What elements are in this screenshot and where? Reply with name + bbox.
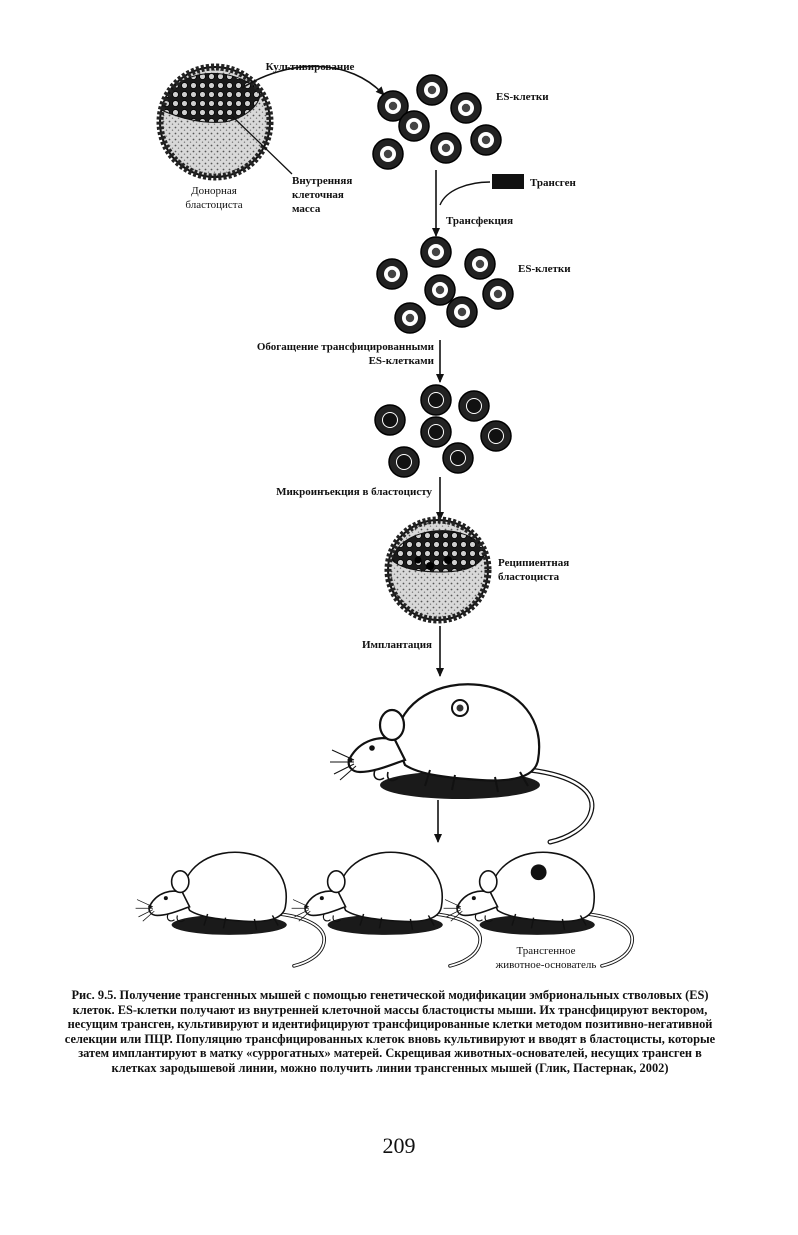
chimeric-mouse — [330, 684, 592, 842]
es-cells-group-1 — [372, 74, 502, 170]
es-cells-label-2: ES-клетки — [518, 263, 571, 275]
transgenic-founder-mouse — [441, 850, 634, 968]
es-cell — [398, 110, 430, 142]
cultivation-label: Культивирование — [266, 61, 355, 73]
implantation-label: Имплантация — [362, 639, 432, 651]
icm-pointer — [231, 115, 293, 175]
donor-label-line1: Донорная — [191, 185, 237, 197]
es-cell — [482, 278, 514, 310]
enrichment-label-line2: ES-клетками — [369, 355, 435, 367]
es-cell-transfected — [388, 446, 420, 478]
es-cell-transfected — [458, 390, 490, 422]
donor-label-line2: бластоциста — [185, 199, 242, 211]
icm-label-line2: клеточная — [292, 189, 344, 201]
es-cell — [464, 248, 496, 280]
es-cell — [420, 236, 452, 268]
es-cell-transfected — [374, 404, 406, 436]
transgene-label: Трансген — [530, 177, 576, 189]
recipient-label-line2: бластоциста — [498, 571, 560, 583]
es-cell — [470, 124, 502, 156]
transgene-block — [492, 174, 524, 189]
founder-label-line1: Трансгенное — [517, 945, 576, 957]
es-cell — [430, 132, 462, 164]
transfection-label: Трансфекция — [446, 215, 513, 227]
donor-blastocyst — [156, 63, 274, 181]
offspring-mouse-1 — [133, 850, 326, 968]
es-cell — [376, 258, 408, 290]
es-cell — [416, 74, 448, 106]
cultivation-arrow — [241, 65, 385, 96]
microinjection-label: Микроинъекция в бластоцисту — [276, 486, 432, 498]
es-cells-label-1: ES-клетки — [496, 91, 549, 103]
icm-label-line3: масса — [292, 203, 321, 215]
es-cell — [394, 302, 426, 334]
es-cell — [450, 92, 482, 124]
founder-label-line2: животное-основатель — [495, 959, 597, 971]
page-number: 209 — [382, 1133, 416, 1158]
es-cell-transfected — [442, 442, 474, 474]
recipient-label-line1: Реципиентная — [498, 557, 569, 569]
es-cell — [446, 296, 478, 328]
es-cell — [372, 138, 404, 170]
es-cells-group-2 — [376, 236, 514, 334]
icm-label-line1: Внутренняя — [292, 175, 352, 187]
es-cell — [377, 90, 409, 122]
es-cells-group-3 — [374, 384, 512, 478]
transgene-connector — [439, 181, 491, 206]
es-cell — [424, 274, 456, 306]
es-cell-transfected — [420, 384, 452, 416]
figure-caption: Рис. 9.5. Получение трансгенных мышей с … — [64, 988, 716, 1075]
es-cell-transfected — [420, 416, 452, 448]
recipient-blastocyst — [384, 516, 492, 624]
es-cell-transfected — [480, 420, 512, 452]
enrichment-label-line1: Обогащение трансфицированными — [257, 341, 435, 353]
